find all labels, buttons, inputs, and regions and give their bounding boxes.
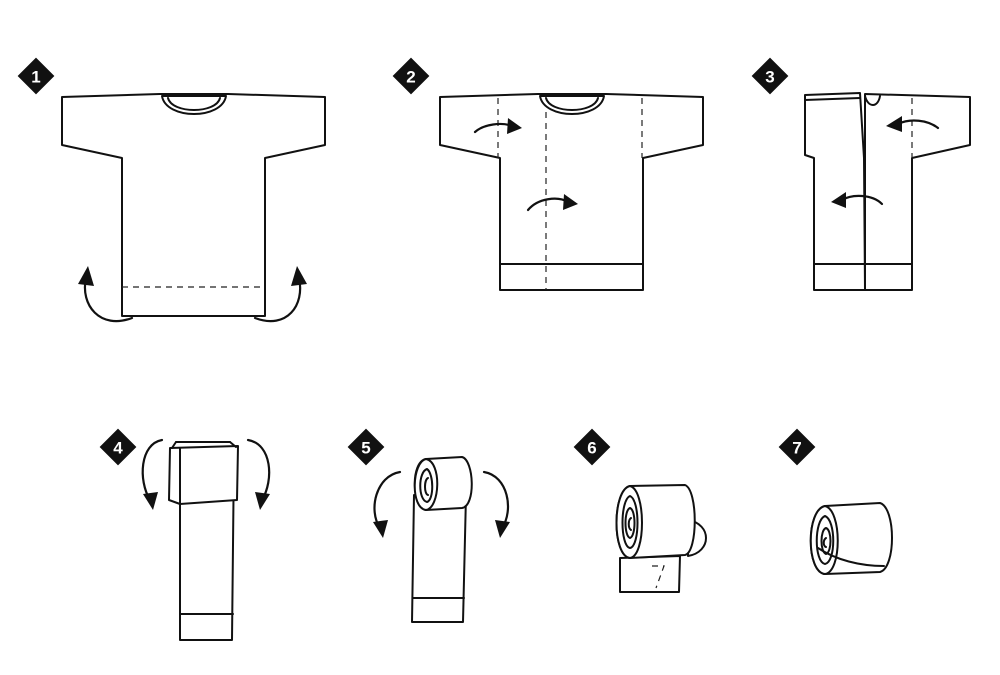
step-1-badge: 1 [17, 57, 55, 95]
step-6: 6 [573, 428, 707, 593]
step-5-badge: 5 [347, 428, 385, 466]
step-5: 5 [347, 428, 510, 623]
fold-arrow-body [526, 194, 578, 212]
step-7-badge: 7 [778, 428, 816, 466]
step-4-badge: 4 [99, 428, 137, 466]
t-shirt-flat [61, 93, 326, 317]
rolled-shirt-with-pocket [615, 484, 707, 593]
t-shirt-hem-folded [439, 93, 704, 291]
step-1: 1 [17, 57, 326, 323]
fold-arrow-right-down [246, 438, 271, 510]
step-3: 3 [751, 57, 971, 291]
fold-arrow-bottom-left [78, 266, 134, 323]
step-6-number: 6 [587, 439, 596, 458]
step-6-badge: 6 [573, 428, 611, 466]
fold-arrow-roll-left [373, 470, 402, 538]
step-4-number: 4 [113, 439, 123, 458]
fold-arrow-left-down [141, 438, 164, 510]
step-7-number: 7 [792, 439, 801, 458]
step-2: 2 [392, 57, 704, 291]
fold-arrow-roll-right [482, 470, 510, 538]
step-3-number: 3 [765, 68, 774, 87]
t-shirt-side-folded [804, 92, 971, 291]
fold-arrow-bottom-right [253, 266, 307, 323]
shirt-strip-folded-top [168, 441, 239, 641]
step-2-badge: 2 [392, 57, 430, 95]
step-4: 4 [99, 428, 271, 641]
step-1-number: 1 [31, 68, 40, 87]
fold-arrow-body-left [831, 192, 884, 208]
finished-rolled-shirt [809, 502, 893, 575]
step-7: 7 [778, 428, 893, 575]
step-2-number: 2 [406, 68, 415, 87]
step-5-number: 5 [361, 439, 370, 458]
fold-arrow-sleeve [473, 118, 522, 134]
shirt-strip-rolling [411, 456, 473, 623]
fold-arrow-sleeve-left [886, 116, 940, 132]
step-3-badge: 3 [751, 57, 789, 95]
